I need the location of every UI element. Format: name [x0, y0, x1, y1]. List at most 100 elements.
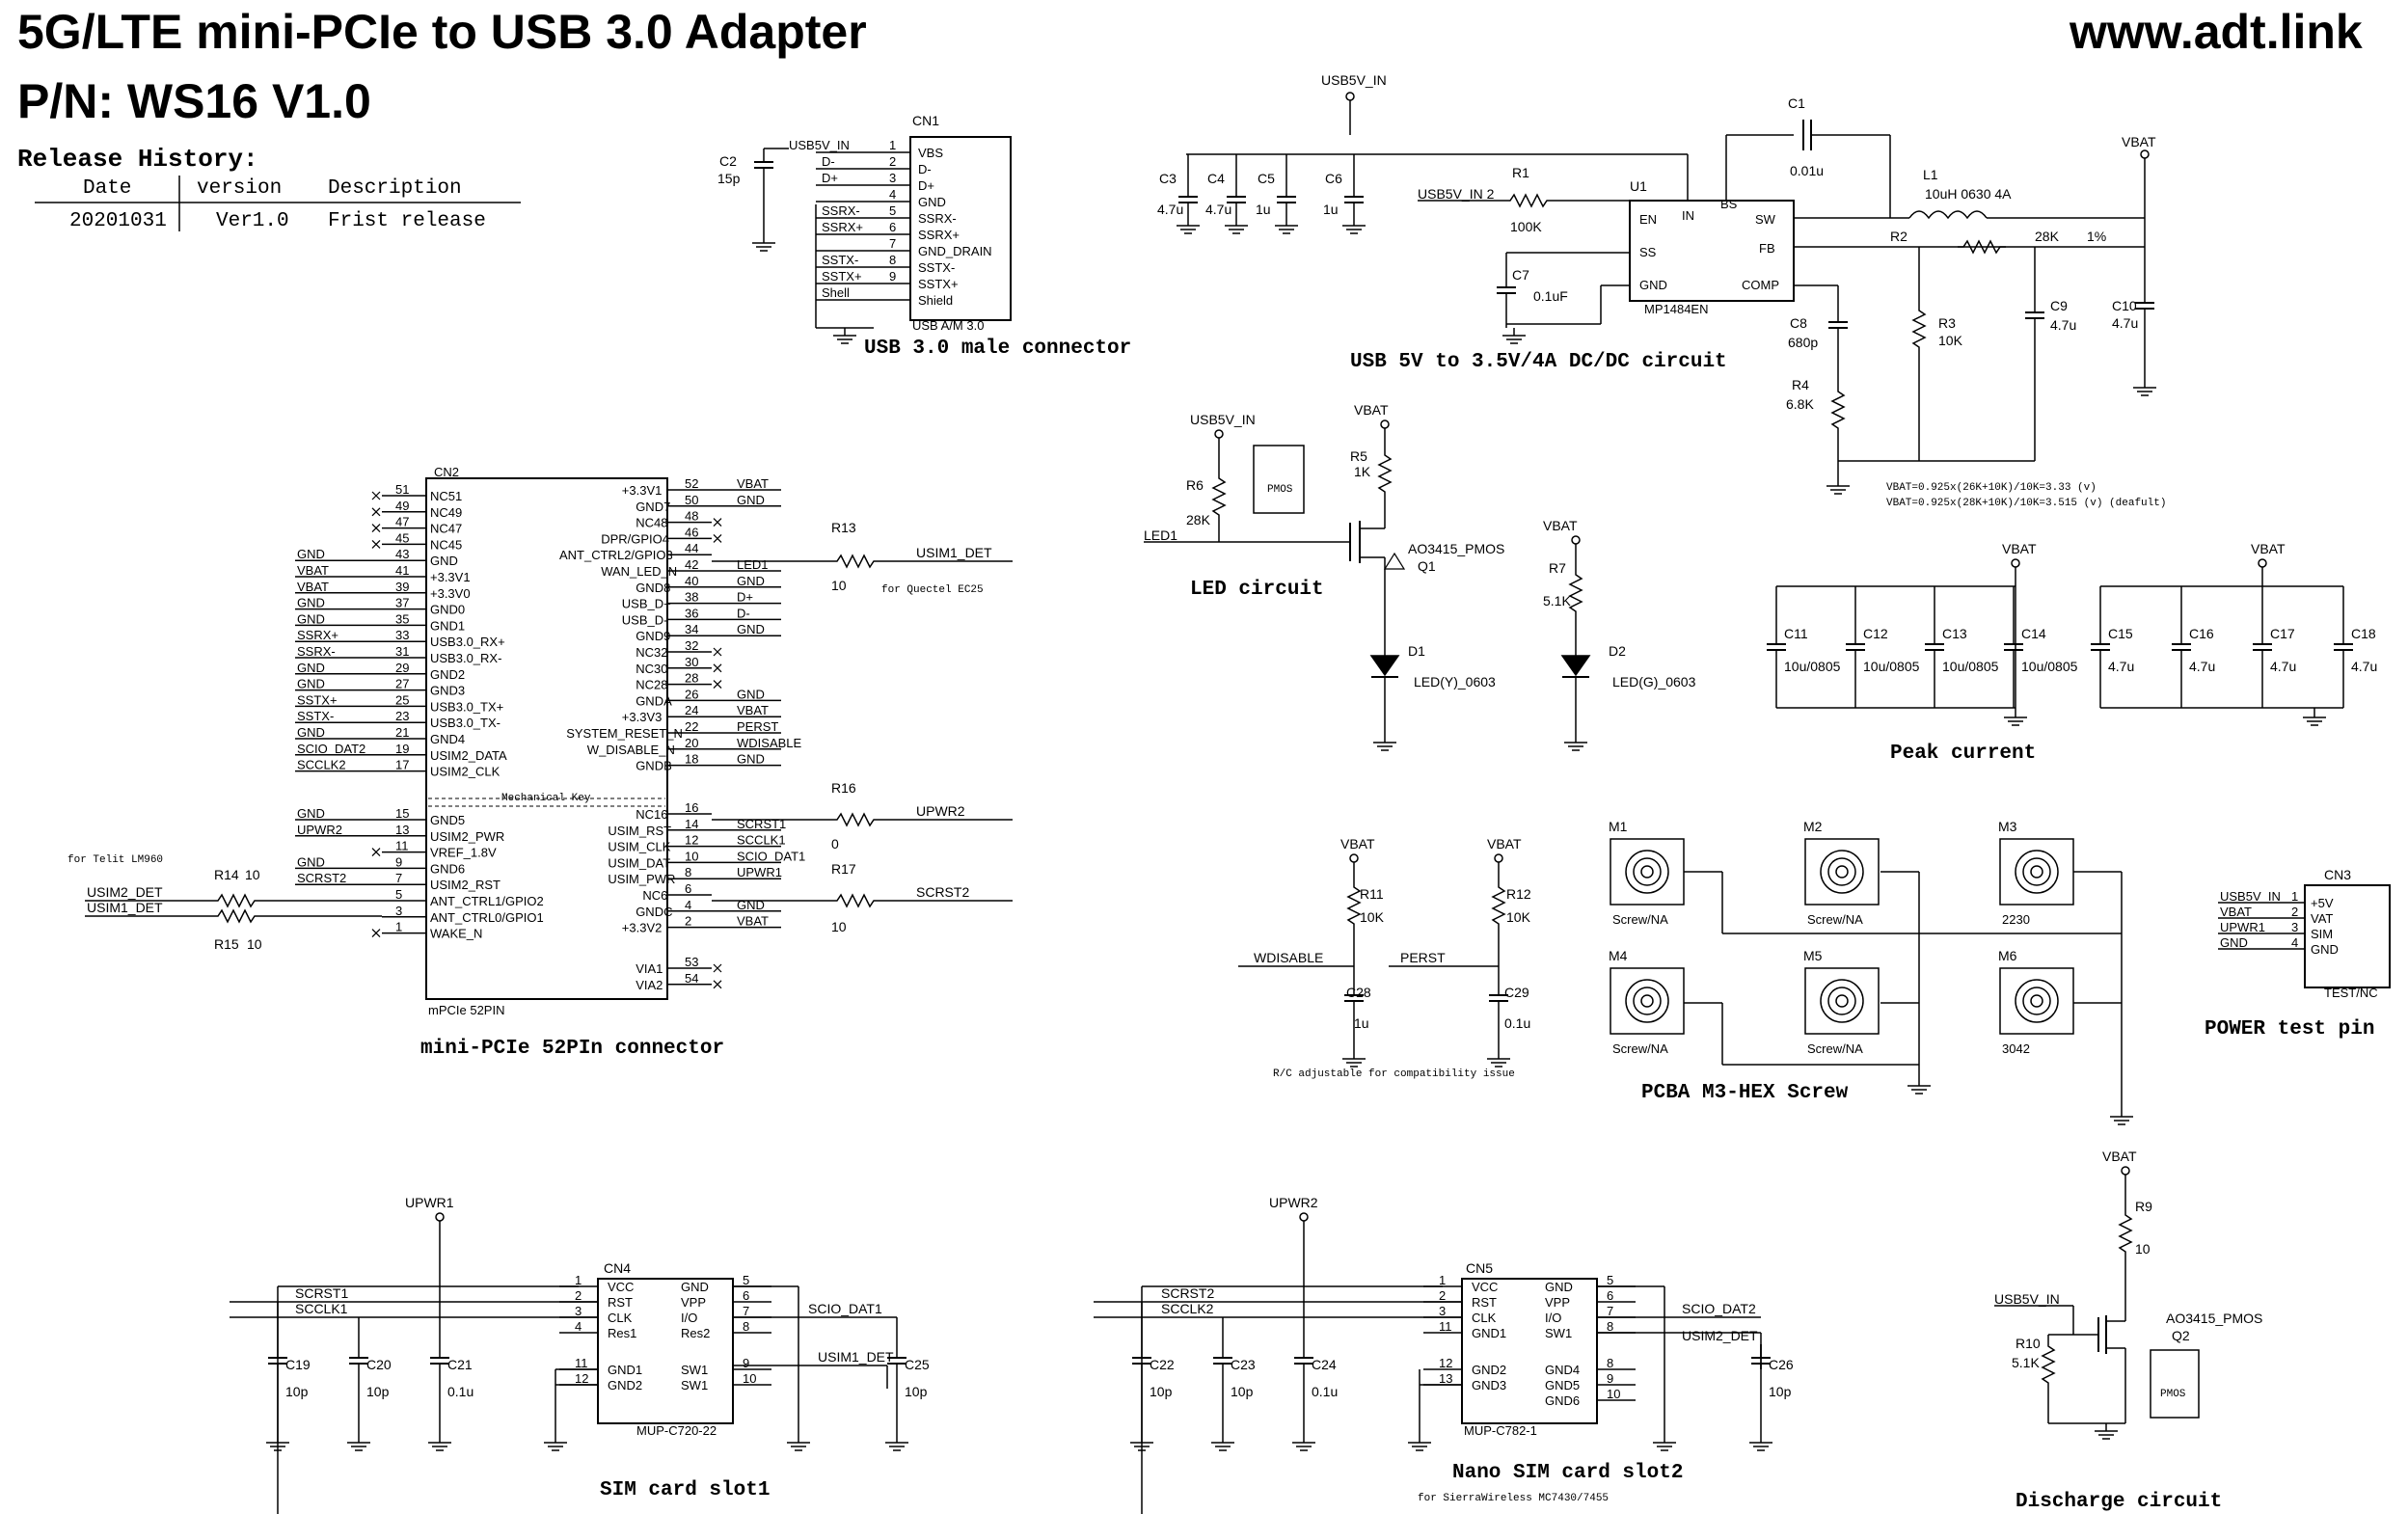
dcdc-cap-value: 1u: [1256, 202, 1271, 217]
r3-value: 10K: [1938, 333, 1963, 348]
sim-right-pin-label: GND: [681, 1280, 709, 1294]
cn2-right-pin-label: VIA1: [636, 961, 663, 976]
cn1-net-label: D-: [822, 154, 835, 169]
cn2-right-pin-label: GND9: [636, 629, 670, 643]
sim-right-pin-number: 8: [1607, 1319, 1613, 1334]
screw-ref: M4: [1609, 948, 1628, 963]
cn1-net-label: SSTX+: [822, 269, 862, 284]
sim-left-pin-label: CLK: [608, 1311, 633, 1325]
sim-right-pin-number: 10: [743, 1371, 756, 1386]
release-row-description: Frist release: [328, 210, 486, 232]
u1-pin-label: COMP: [1742, 278, 1779, 292]
dcdc-cap-value: 4.7u: [1157, 202, 1183, 217]
cn1-ref: CN1: [912, 113, 939, 128]
screw-ref: M2: [1803, 819, 1823, 834]
led1-net: LED1: [1144, 527, 1177, 543]
cn2-right-pin-label: USIM_RST: [608, 824, 671, 838]
pullup-block: VBAT R11 10K WDISABLE C28 1u VBAT R12 10…: [1238, 836, 1531, 1080]
sim1-upwr-label: UPWR1: [405, 1195, 454, 1210]
cn2-left-pin-label: USIM2_DATA: [430, 748, 507, 763]
screw-value: 2230: [2002, 912, 2030, 927]
cn2-left-pin-number: 43: [395, 547, 409, 561]
c28-value: 1u: [1354, 1015, 1369, 1031]
sim-right-pin-label: VPP: [681, 1295, 706, 1310]
r9-value: 10: [2135, 1241, 2151, 1257]
cn2-left-pin-label: ANT_CTRL0/GPIO1: [430, 910, 544, 925]
u1-ref: U1: [1630, 178, 1647, 194]
sim-left-pin-number: 3: [575, 1304, 582, 1318]
q2-ref: Q2: [2172, 1328, 2190, 1343]
cn3-pin-number: 3: [2291, 920, 2298, 934]
screw-ref: M6: [1998, 948, 2017, 963]
pullup-note: R/C adjustable for compatibility issue: [1273, 1068, 1515, 1080]
sim-cap-value: 10p: [285, 1384, 309, 1399]
cn1-net-label: USB5V_IN: [789, 138, 850, 152]
dcdc-title: USB 5V to 3.5V/4A DC/DC circuit: [1350, 351, 1727, 373]
cn2-left-pin-number: 1: [395, 920, 402, 934]
led-vbat-label: VBAT: [1354, 402, 1389, 418]
release-col-date: Date: [83, 177, 131, 200]
sim-right-pin-number: 7: [743, 1304, 749, 1318]
cn2-left-net: GND: [297, 547, 325, 561]
cn1-pin-label: GND: [918, 195, 946, 209]
cn2-right-pin-number: 42: [685, 557, 698, 572]
r7-ref: R7: [1549, 560, 1566, 576]
r16-value: 0: [831, 836, 839, 852]
l1-value: 10uH 0630 4A: [1925, 186, 2012, 202]
cn2-right-pin-label: NC28: [636, 678, 667, 692]
release-history-heading: Release History:: [17, 145, 258, 174]
c8-value: 680p: [1788, 335, 1818, 350]
r4-value: 6.8K: [1786, 396, 1814, 412]
sim-cap-ref: C25: [905, 1357, 930, 1372]
cn2-right-pin-number: 20: [685, 736, 698, 750]
c7-ref: C7: [1512, 267, 1529, 283]
screw-body: [1999, 838, 2074, 906]
release-history-table: Date version Description 20201031 Ver1.0…: [35, 176, 521, 232]
screw-value: 3042: [2002, 1041, 2030, 1056]
q1-pmos-label: PMOS: [1267, 484, 1293, 496]
peak-cap-value: 10u/0805: [2021, 659, 2078, 674]
sim-left-pin-label: Res1: [608, 1326, 636, 1340]
release-col-description: Description: [328, 177, 462, 200]
c9-value: 4.7u: [2050, 317, 2076, 333]
cn2-left-net: SCRST2: [297, 871, 346, 885]
cn2-left-pin-label: ANT_CTRL1/GPIO2: [430, 894, 544, 908]
r2-tolerance: 1%: [2087, 229, 2106, 244]
cn2-right-pin-label: USIM_DAT: [608, 855, 670, 870]
sim-left-pin-number: 1: [1439, 1273, 1446, 1287]
cn1-pin-label: GND_DRAIN: [918, 244, 992, 258]
cn2-right-net: GND: [737, 687, 765, 701]
cn2-right-pin-number: 50: [685, 493, 698, 507]
release-row-date: 20201031: [69, 210, 167, 232]
cn2-left-pin-number: 45: [395, 530, 409, 545]
cn2-right-net: GND: [737, 493, 765, 507]
cn2-right-pin-number: 36: [685, 606, 698, 620]
cn2-right-pin-number: 52: [685, 476, 698, 491]
cn2-left-pin-label: USB3.0_RX-: [430, 651, 501, 665]
cn4-ref: CN4: [604, 1260, 631, 1276]
cn2-left-pin-label: +3.3V0: [430, 586, 471, 601]
cn2-left-net: GND: [297, 725, 325, 740]
peak-cap-ref: C18: [2351, 626, 2376, 641]
release-col-version: version: [197, 177, 282, 200]
r17-ref: R17: [831, 861, 856, 877]
cn2-right-pin-number: 6: [685, 881, 691, 896]
r13-ref: R13: [831, 520, 856, 535]
cn2-left-pin-number: 51: [395, 482, 409, 497]
cn2-right-pin-number: 12: [685, 833, 698, 848]
c2-value: 15p: [717, 171, 741, 186]
r15-net: USIM1_DET: [87, 900, 163, 915]
cn2-right-net: PERST: [737, 719, 778, 734]
cn2-right-net: UPWR1: [737, 865, 782, 879]
cn2-right-pin-number: 32: [685, 638, 698, 653]
cn1-pin-label: SSTX+: [918, 277, 959, 291]
cn2-left-pin-label: GND3: [430, 684, 465, 698]
cn2-left-pin-label: USB3.0_RX+: [430, 635, 505, 649]
sim-cap-ref: C24: [1312, 1357, 1337, 1372]
peak-cap-value: 4.7u: [2270, 659, 2296, 674]
cn3-pin-label: VAT: [2311, 911, 2333, 926]
peak-cap-value: 10u/0805: [1863, 659, 1920, 674]
dcdc-cap-ref: C6: [1325, 171, 1342, 186]
cn3-net: USB5V_IN: [2220, 889, 2281, 904]
